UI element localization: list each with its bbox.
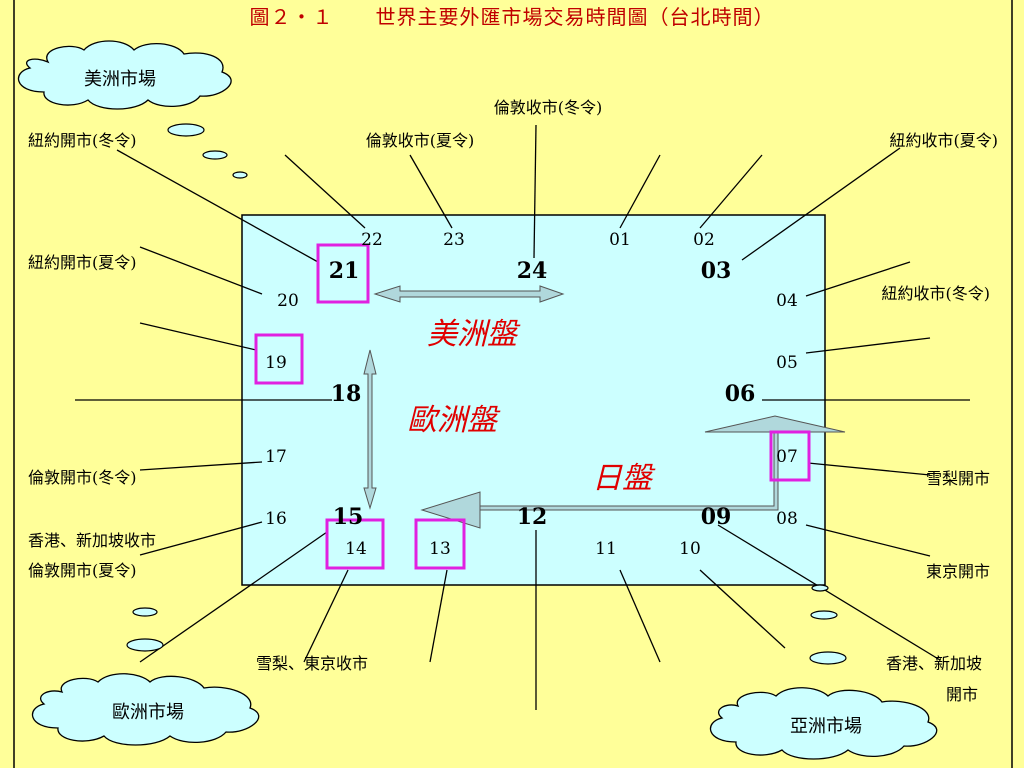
market-labels: 倫敦收市(冬令) 紐約開市(冬令) 倫敦收市(夏令) 紐約收市(夏令) 紐約開市… (28, 98, 998, 704)
hour-20: 20 (277, 291, 299, 311)
hour-01: 01 (609, 230, 631, 250)
label-hk-sg-open-line2: 開市 (946, 685, 978, 704)
hour-02: 02 (693, 230, 715, 250)
japan-session-path (480, 432, 778, 510)
label-london-close-winter: 倫敦收市(冬令) (494, 98, 603, 117)
hour-16: 16 (265, 509, 287, 529)
hour-08: 08 (776, 509, 798, 529)
cloud-europe: 歐洲市場 (31, 673, 260, 746)
hour-12: 12 (517, 504, 548, 530)
cloud-asia: 亞洲市場 (709, 687, 938, 760)
label-tokyo-open: 東京開市 (926, 562, 990, 581)
clock-panel (241, 214, 826, 586)
label-sydney-open: 雪梨開市 (926, 469, 990, 488)
diagram-title: 圖２・１ 世界主要外匯市場交易時間圖（台北時間） (250, 5, 775, 29)
label-london-open-winter: 倫敦開市(冬令) (28, 468, 137, 487)
hour-06: 06 (725, 381, 756, 407)
hour-18: 18 (331, 381, 362, 407)
cloud-label-europe: 歐洲市場 (112, 702, 184, 723)
hour-03: 03 (701, 258, 732, 284)
hour-04: 04 (776, 291, 798, 311)
europe-session-arrow (363, 349, 377, 510)
label-london-close-summer: 倫敦收市(夏令) (366, 131, 475, 150)
hour-numbers: 22 23 01 02 21 24 03 20 04 19 05 18 06 1… (265, 230, 798, 559)
hour-17: 17 (265, 447, 287, 467)
bubble-trails (126, 123, 847, 665)
label-ny-close-summer: 紐約收市(夏令) (890, 131, 999, 150)
label-ny-open-winter: 紐約開市(冬令) (28, 131, 137, 150)
hour-19: 19 (265, 353, 287, 373)
label-sydney-tokyo-close: 雪梨、東京收市 (256, 654, 368, 673)
hour-07: 07 (776, 447, 798, 467)
hour-23: 23 (443, 230, 465, 250)
hour-09: 09 (701, 504, 732, 530)
label-hk-sg-close: 香港、新加坡收市 (28, 531, 156, 550)
zone-europe: 歐洲盤 (407, 403, 501, 438)
hour-11: 11 (595, 539, 617, 559)
hour-13: 13 (429, 539, 451, 559)
label-london-open-summer: 倫敦開市(夏令) (28, 561, 137, 580)
zone-japan: 日盤 (592, 461, 656, 496)
america-session-arrow (373, 285, 565, 303)
cloud-america: 美洲市場 (17, 40, 232, 110)
hour-22: 22 (361, 230, 383, 250)
zone-america: 美洲盤 (427, 317, 521, 352)
hour-24: 24 (517, 258, 548, 284)
hour-15: 15 (333, 504, 364, 530)
cloud-label-asia: 亞洲市場 (790, 716, 862, 737)
hour-10: 10 (679, 539, 701, 559)
hour-14: 14 (345, 539, 367, 559)
highlight-boxes (254, 243, 811, 570)
pointer-lines (75, 124, 970, 710)
label-hk-sg-open-line1: 香港、新加坡 (886, 654, 982, 673)
label-ny-open-summer: 紐約開市(夏令) (28, 253, 137, 272)
label-ny-close-winter: 紐約收市(冬令) (882, 284, 991, 303)
cloud-label-america: 美洲市場 (84, 69, 156, 90)
hour-05: 05 (776, 353, 798, 373)
hour-21: 21 (329, 258, 360, 284)
